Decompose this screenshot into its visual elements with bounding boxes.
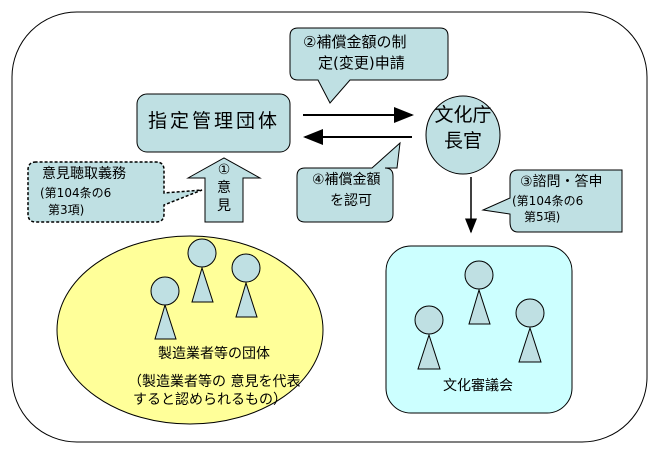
commissioner-circle: [425, 95, 501, 175]
callout-hearing-duty-line2: (第104条の6: [40, 186, 112, 200]
person-icon: [187, 238, 217, 303]
council-box: [385, 245, 573, 414]
designated-body-box: [136, 93, 291, 153]
manufacturers-ellipse: [56, 235, 324, 425]
person-icon: [150, 276, 180, 340]
commissioner-label-line1: 文化庁: [434, 104, 492, 126]
designated-body-label: 指定管理団体: [148, 110, 281, 132]
callout-step4-shape: [296, 141, 401, 223]
callout-step2-line1: ②補償金額の制: [303, 33, 407, 51]
up-arrow-label-line1: ①: [217, 162, 231, 178]
callout-hearing-duty-line1: 意見聴取義務: [42, 166, 126, 182]
up-arrow-label-line3: 見: [217, 198, 231, 214]
callout-step2-line2: 定(変更)申請: [318, 54, 405, 72]
person-icon: [464, 260, 494, 325]
manufacturers-note-line1: （製造業者等の 意見を代表: [128, 374, 301, 390]
manufacturers-note-line2: すると認められるもの）: [133, 392, 287, 408]
manufacturers-title: 製造業者等の団体: [158, 346, 270, 362]
person-icon: [515, 298, 545, 363]
person-icon: [414, 305, 444, 370]
callout-step4-line1: ④補償金額: [312, 172, 381, 188]
commissioner-label-line2: 長官: [443, 130, 482, 152]
callout-step2-shape: [289, 27, 449, 104]
person-icon: [231, 253, 261, 318]
callout-step3-shape: [481, 169, 623, 233]
callout-step3-line3: 第5項): [524, 210, 561, 224]
callout-step3-line2: (第104条の6: [512, 194, 584, 208]
callout-hearing-duty-shape: [27, 161, 203, 223]
up-arrow-shape: [186, 157, 262, 223]
up-arrow-label-line2: 意: [217, 180, 231, 196]
council-label: 文化審議会: [443, 378, 513, 394]
callout-step3-line1: ③諮問・答申: [520, 174, 603, 190]
callout-step4-line2: を認可: [330, 193, 372, 209]
callout-hearing-duty-line3: 第3項): [48, 203, 85, 217]
